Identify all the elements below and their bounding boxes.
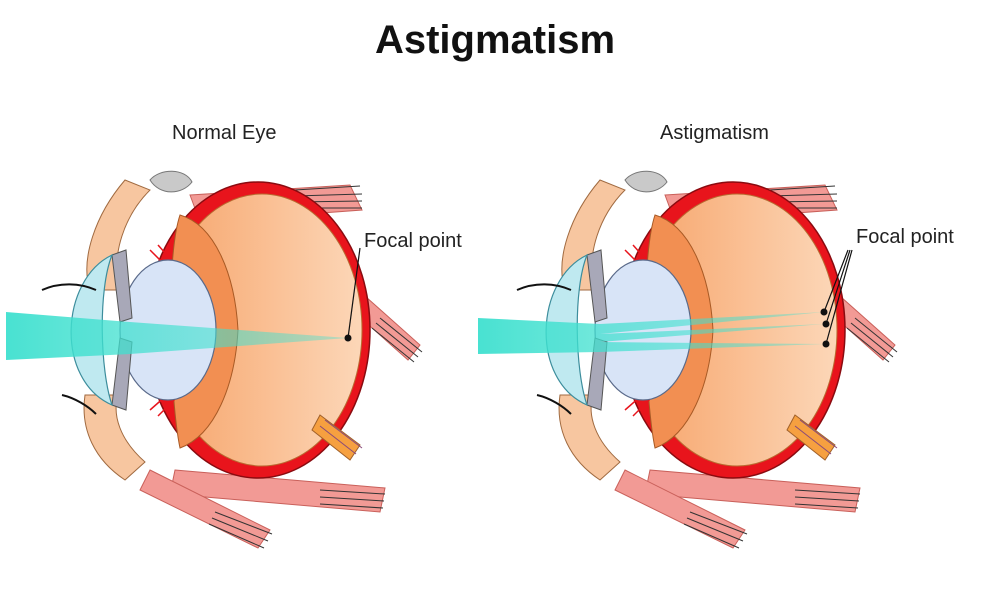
normal-focal-point-label: Focal point (364, 230, 462, 252)
normal-eye-label: Normal Eye (172, 122, 277, 144)
astigmatism-light-beam (478, 312, 824, 354)
astigmatism-eye-illustration (478, 170, 898, 549)
normal-light-beam (6, 312, 348, 360)
normal-focal-pointer (347, 247, 361, 339)
astigmatism-eye-label: Astigmatism (660, 122, 769, 144)
astigmatism-focal-pointer-1 (823, 249, 849, 313)
astigmatism-focal-pointer-3 (825, 249, 853, 345)
normal-eye-illustration (6, 170, 423, 549)
astigmatism-focal-point-label: Focal point (856, 226, 954, 248)
astigmatism-focal-pointer-2 (825, 249, 851, 325)
diagram-title: Astigmatism (374, 18, 616, 62)
